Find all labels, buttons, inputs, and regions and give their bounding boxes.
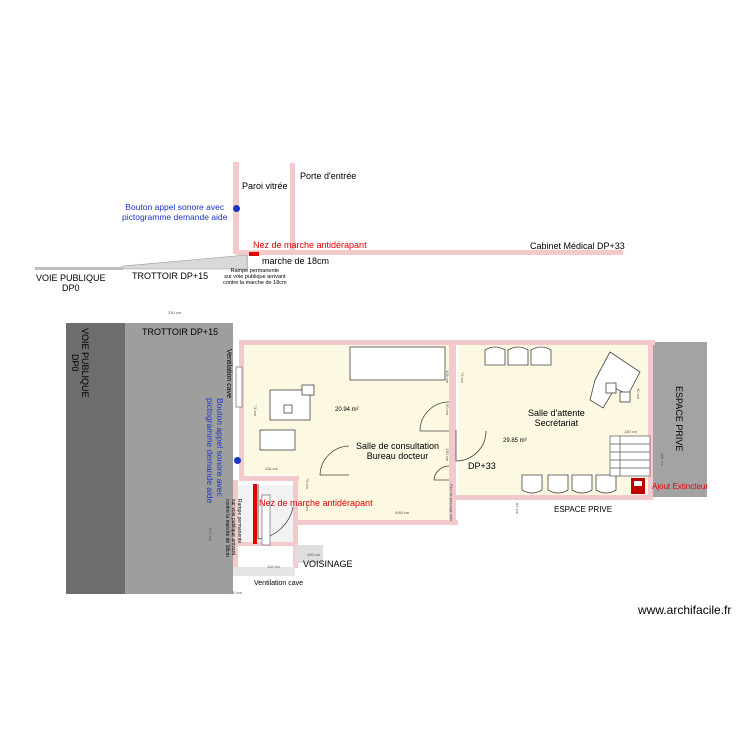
paroi-vitree-label: Paroi vitrée	[242, 181, 288, 191]
salle-consultation-label: Salle de consultation Bureau docteur	[356, 441, 440, 461]
ventilation-cave-vertical: Ventilation cave	[225, 349, 232, 399]
dim-116: 116 cm	[265, 466, 278, 471]
ventilation-cave-label: Ventilation cave	[254, 580, 304, 587]
area-attente: 29.85 m²	[503, 438, 527, 444]
voisinage-block	[295, 545, 323, 563]
nez-de-marche-plan-label: Nez de marche antidérapant	[259, 498, 373, 508]
watermark: www.archifacile.fr	[638, 603, 732, 617]
ventilation-opening	[233, 567, 295, 576]
dim-948: 9/48 cm	[395, 510, 410, 515]
wall-bottom	[293, 520, 458, 525]
trottoir-plan-label: TROTTOIR DP+15	[142, 327, 219, 337]
sidewalk-ramp	[35, 254, 250, 271]
dim-bottom: 70 cm	[231, 590, 242, 595]
salle-attente-label: Salle d'attente Secrétariat	[528, 408, 585, 428]
anti-slip-nosing-plan	[253, 484, 257, 544]
dim-top: 330 cm	[168, 310, 182, 315]
dim-110: 110 cm	[267, 564, 280, 569]
call-button-icon	[233, 205, 240, 212]
area-consultation: 20.94 m²	[335, 407, 359, 413]
dim-40: 40 cm	[636, 388, 641, 399]
wall-right	[648, 340, 653, 500]
floor-line	[236, 250, 623, 255]
espace-prive-strip	[652, 342, 707, 497]
call-button-plan-label: Bouton appel sonore avec pictogramme dem…	[205, 398, 225, 504]
wall-bottom-right	[456, 495, 652, 500]
cabinet-label: Cabinet Médical DP+33	[530, 241, 625, 251]
dim-115: 115 cm	[660, 453, 665, 466]
room-bottom-floor	[297, 475, 453, 521]
dim-79: 79 cm	[305, 500, 310, 511]
trottoir-strip	[125, 323, 233, 594]
voisinage-label: VOISINAGE	[303, 559, 353, 569]
espace-prive-vertical: ESPACE PRIVE	[674, 386, 684, 452]
wall-entry-left	[233, 480, 238, 568]
dim-71: 71 cm	[253, 405, 258, 416]
entrance-door-wall	[290, 163, 295, 253]
dim-106: 106 cm	[445, 370, 450, 384]
porte-entree-label: Porte d'entrée	[300, 171, 357, 181]
dim-72: 72 cm	[460, 372, 465, 383]
voie-publique-vertical: VOIE PUBLIQUE DP0	[70, 328, 90, 398]
wall-divider-lower	[449, 476, 456, 522]
trottoir-label: TROTTOIR DP+15	[132, 271, 209, 281]
wall-divider	[449, 345, 456, 476]
wall-mid-horizontal	[239, 476, 299, 481]
passage-label: Rev de passage utile	[449, 484, 454, 522]
dim-81: 81 cm	[515, 503, 520, 514]
dp33-label: DP+33	[468, 461, 496, 471]
rampe-plan-note: Rampe permanente sur voie publique arriv…	[224, 499, 242, 557]
call-button-label: Bouton appel sonore avec pictogramme dem…	[122, 202, 228, 222]
marche-label: marche de 18cm	[262, 256, 330, 266]
wall-lower-right	[293, 478, 298, 568]
dim-130b: 130 cm	[445, 448, 450, 462]
wall-left-upper	[239, 340, 244, 480]
voie-publique-label: VOIE PUBLIQUE DP0	[36, 273, 106, 293]
rampe-note: Rampe permanente sur voie publique arriv…	[223, 268, 287, 286]
espace-prive-label: ESPACE PRIVE	[554, 505, 613, 514]
dim-76: 76 cm	[305, 478, 310, 489]
dim-100: 100 cm	[307, 552, 321, 557]
ajout-extincteur-label: Ajout Extincteur	[652, 482, 709, 491]
dim-90: 90 cm	[445, 404, 450, 415]
wall-top	[239, 340, 655, 345]
call-button-plan-icon	[234, 457, 241, 464]
dim-612: 612 cm	[208, 528, 213, 542]
nez-de-marche-label: Nez de marche antidérapant	[253, 240, 367, 250]
voie-publique-strip	[66, 323, 125, 594]
anti-slip-nosing	[249, 252, 259, 256]
dim-130: 130 cm	[624, 429, 638, 434]
